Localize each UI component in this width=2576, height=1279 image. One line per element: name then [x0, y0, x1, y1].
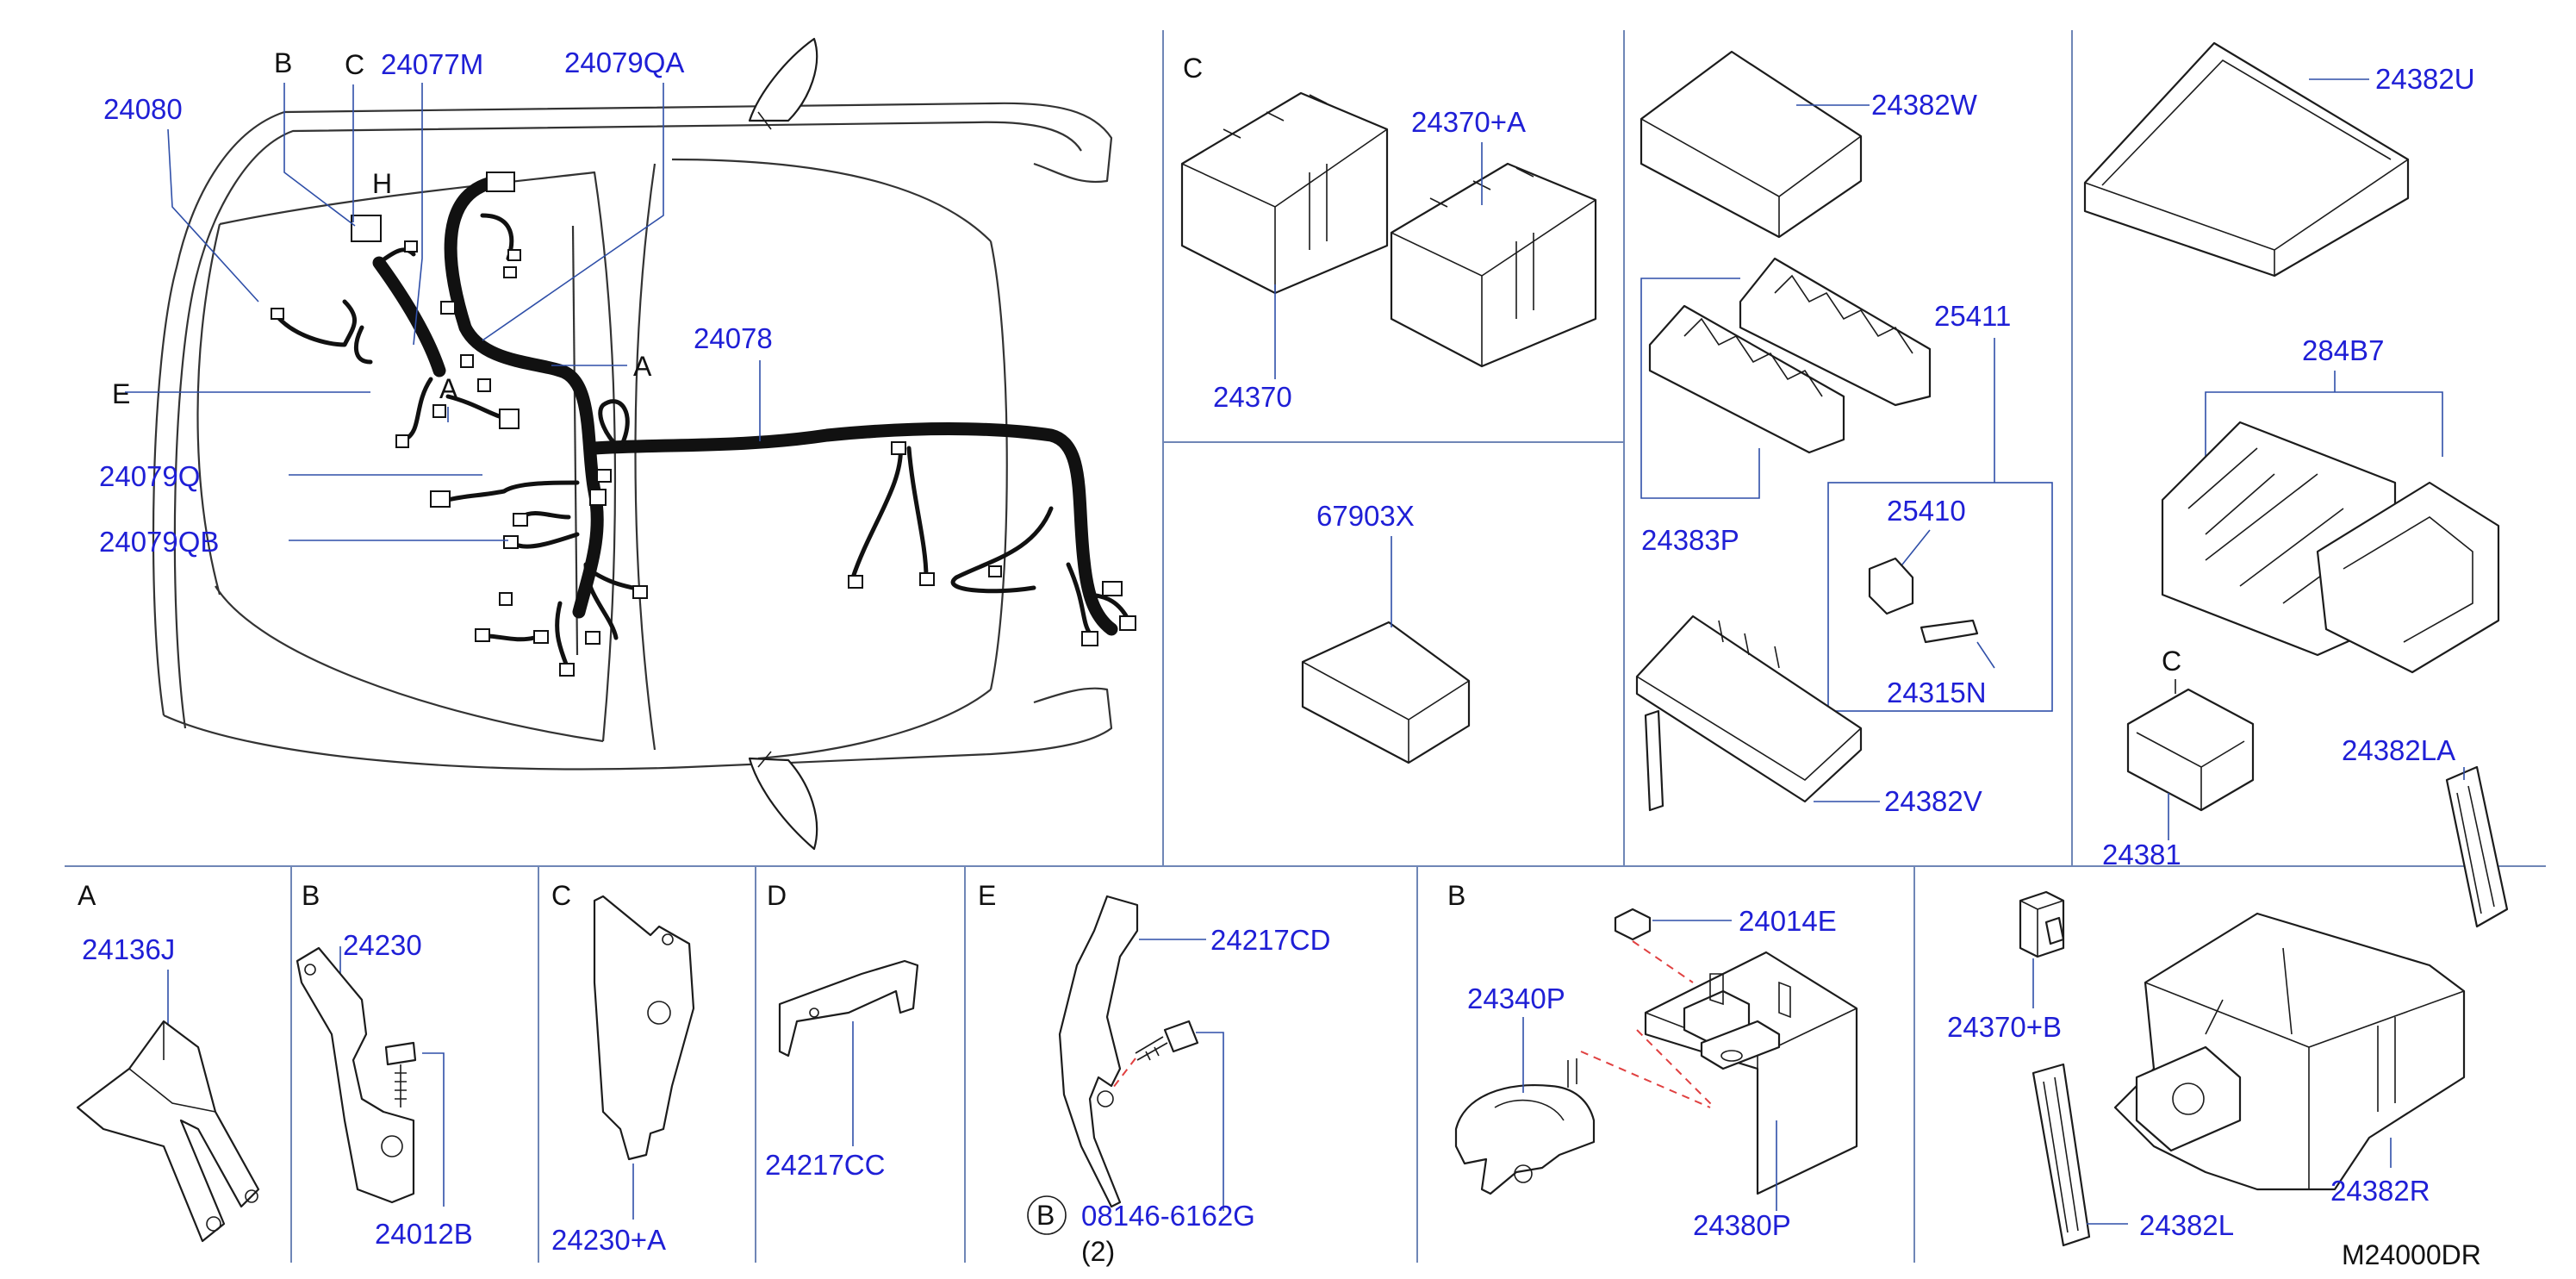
relay-panel: C 24370+A 24370 67903X	[1180, 53, 1597, 764]
detail-a: A 24136J	[76, 880, 260, 1243]
part-24230A: 24230+A	[551, 1224, 666, 1256]
part-284B7: 284B7	[2302, 334, 2384, 366]
section-c-detail: C	[551, 880, 571, 911]
part-24230: 24230	[343, 929, 422, 961]
label-h: H	[372, 168, 392, 199]
fuse-panel: 24382W 24383P 25411 25410 24315N 24382V	[1635, 50, 2053, 817]
part-08146-6162G: 08146-6162G	[1081, 1200, 1255, 1232]
panel-dividers	[65, 30, 2546, 1263]
part-24014E: 24014E	[1739, 905, 1837, 937]
part-24382V: 24382V	[1884, 785, 1982, 817]
part-24217CD: 24217CD	[1210, 924, 1330, 956]
section-b: B	[302, 880, 320, 911]
part-08146-qty: (2)	[1081, 1236, 1115, 1267]
part-24370B: 24370+B	[1947, 1011, 2062, 1043]
section-e: E	[978, 880, 996, 911]
detail-b2: B 24014E 24380P 24340P	[1447, 880, 1858, 1241]
label-a-right: A	[633, 351, 652, 382]
detail-b: B 24230 24012B	[296, 880, 473, 1250]
section-c-relays: C	[1183, 53, 1203, 84]
part-24382L: 24382L	[2139, 1209, 2234, 1241]
detail-c: C 24230+A	[551, 880, 695, 1256]
part-24382LA: 24382LA	[2342, 734, 2455, 766]
part-24080: 24080	[103, 93, 183, 125]
part-25410: 25410	[1887, 495, 1966, 527]
label-c: C	[345, 49, 364, 80]
section-a: A	[78, 880, 96, 911]
part-24217CC: 24217CC	[765, 1149, 885, 1181]
part-24370: 24370	[1213, 381, 1292, 413]
part-24012B: 24012B	[375, 1218, 473, 1250]
vehicle-harness-view	[152, 37, 1136, 851]
section-c-connector: C	[2162, 646, 2181, 677]
section-b2: B	[1447, 880, 1465, 911]
part-24383P: 24383P	[1641, 524, 1739, 556]
diagram-code: M24000DR	[2342, 1239, 2481, 1270]
part-24079QB: 24079QB	[99, 526, 219, 558]
detail-d: D 24217CC	[765, 880, 919, 1181]
label-e: E	[112, 378, 130, 409]
fuse-box-panel: 24382U 284B7 C 24381 24382LA	[2083, 41, 2509, 928]
section-d: D	[767, 880, 787, 911]
relay-box-assembly: 24370+B 24382R 24382L	[1947, 890, 2466, 1247]
part-24078: 24078	[694, 322, 773, 354]
part-24382R: 24382R	[2330, 1175, 2430, 1207]
part-24380P: 24380P	[1693, 1209, 1791, 1241]
part-24136J: 24136J	[82, 933, 175, 965]
label-b: B	[274, 47, 292, 78]
part-67903X: 67903X	[1316, 500, 1415, 532]
vehicle-labels: B C H A A E 24080 24077M 24079QA 24078 2…	[99, 47, 773, 558]
part-24079Q: 24079Q	[99, 460, 200, 492]
detail-e: E 24217CD B 08146-6162G (2)	[978, 880, 1330, 1267]
part-24079QA: 24079QA	[564, 47, 684, 78]
part-24370A: 24370+A	[1411, 106, 1526, 138]
part-24077M: 24077M	[381, 48, 483, 80]
part-25411: 25411	[1934, 300, 2011, 332]
part-24315N: 24315N	[1887, 677, 1987, 708]
label-a-mid: A	[439, 373, 458, 404]
part-24382W: 24382W	[1871, 89, 1978, 121]
part-24340P: 24340P	[1467, 983, 1565, 1014]
part-24382U: 24382U	[2375, 63, 2475, 95]
part-24381: 24381	[2102, 839, 2181, 870]
circle-b-symbol: B	[1036, 1200, 1055, 1231]
